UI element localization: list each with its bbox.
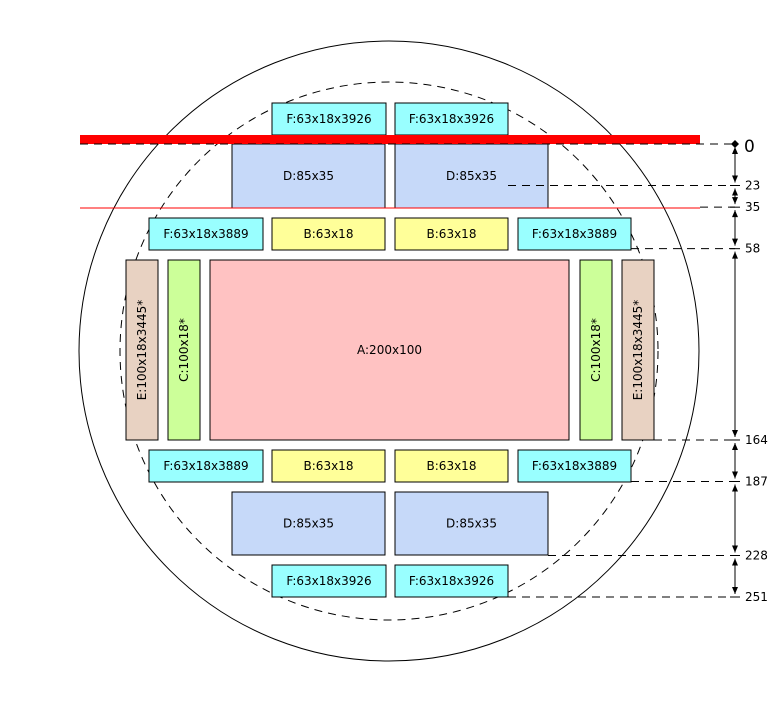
block-rect	[517, 449, 632, 483]
block-rect	[231, 143, 386, 209]
block-label: C:100x18*	[177, 318, 191, 382]
block-label: F:63x18x3926	[409, 574, 494, 588]
block-label: F:63x18x3889	[163, 459, 248, 473]
block-d-top-left: D:85x35	[231, 143, 386, 209]
block-d-top-right: D:85x35	[394, 143, 549, 209]
block-f-upper-left: F:63x18x3889	[148, 217, 264, 251]
block-rect	[125, 259, 159, 441]
tick-label-251: 251	[745, 590, 768, 604]
block-label: F:63x18x3926	[286, 112, 371, 126]
block-rect	[271, 102, 387, 136]
block-rect	[231, 491, 386, 556]
block-rect	[271, 564, 387, 598]
block-c-right: C:100x18*	[579, 259, 613, 441]
wafer-outer-circle	[78, 40, 700, 662]
block-rect	[271, 217, 386, 251]
tick-label-35: 35	[745, 200, 760, 214]
block-f-lower-right: F:63x18x3889	[517, 449, 632, 483]
tick-label-164: 164	[745, 433, 768, 447]
block-f-bottom-right: F:63x18x3926	[394, 564, 509, 598]
arrow-down-icon	[732, 197, 738, 205]
block-f-top-right: F:63x18x3926	[394, 102, 509, 136]
block-d-bottom-right: D:85x35	[394, 491, 549, 556]
block-label: B:63x18	[427, 459, 477, 473]
arrow-up-icon	[732, 251, 738, 259]
arrow-down-icon	[732, 429, 738, 437]
block-rect	[148, 217, 264, 251]
block-f-bottom-left: F:63x18x3926	[271, 564, 387, 598]
block-b-upper-left: B:63x18	[271, 217, 386, 251]
arrow-down-icon	[732, 238, 738, 246]
block-rect	[579, 259, 613, 441]
tick-label-23: 23	[745, 179, 760, 193]
block-label: F:63x18x3889	[532, 227, 617, 241]
vertical-scale: 23 35 58 164 187 228 251	[80, 140, 768, 604]
block-d-bottom-left: D:85x35	[231, 491, 386, 556]
block-a-center: A:200x100	[209, 259, 570, 441]
block-rect	[394, 491, 549, 556]
arrow-up-icon	[732, 442, 738, 450]
block-rect	[621, 259, 655, 441]
arrow-down-icon	[732, 545, 738, 553]
block-rect	[148, 449, 264, 483]
arrow-up-icon	[732, 210, 738, 218]
block-label: F:63x18x3889	[163, 227, 248, 241]
block-label: C:100x18*	[589, 318, 603, 382]
block-c-left: C:100x18*	[167, 259, 201, 441]
arrow-down-icon	[732, 175, 738, 183]
block-rect	[271, 449, 386, 483]
block-e-left: E:100x18x3445*	[125, 259, 159, 441]
wafer-inner-dashed-circle	[119, 81, 659, 621]
block-rect	[394, 449, 509, 483]
block-label: D:85x35	[283, 517, 334, 531]
block-rect	[209, 259, 570, 441]
block-f-top-left: F:63x18x3926	[271, 102, 387, 136]
block-b-upper-right: B:63x18	[394, 217, 509, 251]
block-rect	[394, 564, 509, 598]
tick-label-58: 58	[745, 242, 760, 256]
block-f-upper-right: F:63x18x3889	[517, 217, 632, 251]
block-rect	[394, 217, 509, 251]
zero-label: 0	[744, 137, 755, 157]
block-label: D:85x35	[446, 517, 497, 531]
zero-marker	[731, 140, 739, 148]
arrow-up-icon	[732, 188, 738, 196]
block-label: F:63x18x3889	[532, 459, 617, 473]
arrow-down-icon	[732, 471, 738, 479]
arrow-down-icon	[732, 587, 738, 594]
block-label: F:63x18x3926	[286, 574, 371, 588]
block-label: E:100x18x3445*	[135, 300, 149, 401]
block-label: B:63x18	[304, 227, 354, 241]
arrow-up-icon	[732, 558, 738, 566]
block-label: D:85x35	[446, 169, 497, 183]
arrow-up-icon	[732, 147, 738, 154]
block-label: B:63x18	[304, 459, 354, 473]
tick-label-187: 187	[745, 474, 768, 488]
arrow-up-icon	[732, 484, 738, 492]
block-b-lower-right: B:63x18	[394, 449, 509, 483]
block-b-lower-left: B:63x18	[271, 449, 386, 483]
tick-label-228: 228	[745, 548, 768, 562]
block-rect	[394, 143, 549, 209]
block-label: E:100x18x3445*	[631, 300, 645, 401]
block-label: F:63x18x3926	[409, 112, 494, 126]
zero-reference-bar	[80, 135, 700, 144]
block-e-right: E:100x18x3445*	[621, 259, 655, 441]
block-label: A:200x100	[357, 343, 422, 357]
block-rect	[167, 259, 201, 441]
block-rect	[517, 217, 632, 251]
block-label: D:85x35	[283, 169, 334, 183]
block-label: B:63x18	[427, 227, 477, 241]
block-f-lower-left: F:63x18x3889	[148, 449, 264, 483]
